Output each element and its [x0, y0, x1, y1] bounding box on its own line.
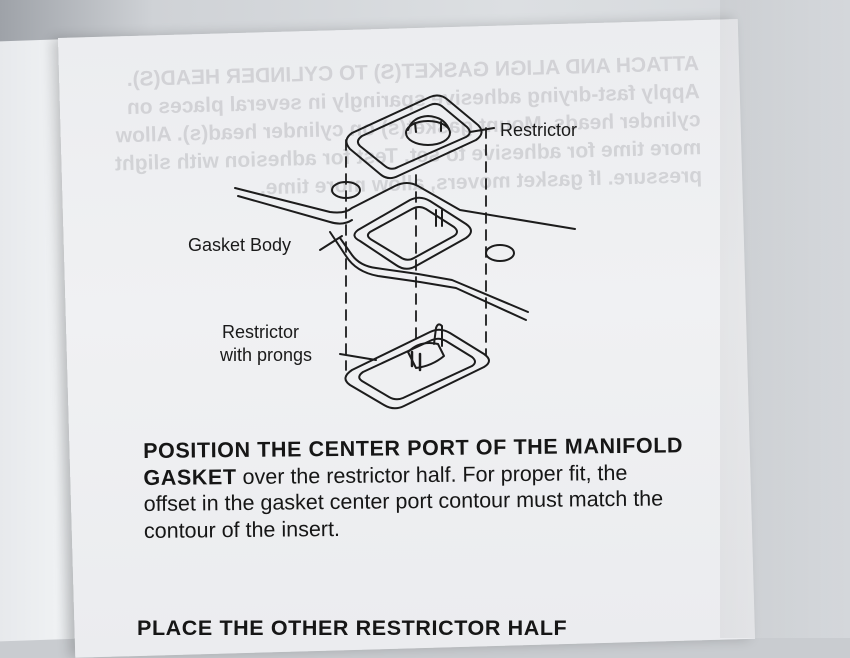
bottom-restrictor-plate	[344, 323, 490, 410]
gasket-diagram	[234, 94, 576, 410]
next-heading: PLACE THE OTHER RESTRICTOR HALF	[137, 616, 568, 640]
alignment-lines	[345, 127, 487, 371]
label-restrictor-prongs-2: with prongs	[220, 345, 313, 365]
page-edge-shadow	[720, 0, 850, 638]
label-restrictor: Restrictor	[500, 120, 578, 140]
instruction-paragraph: POSITION THE CENTER PORT OF THE MANIFOLD…	[143, 432, 684, 544]
label-restrictor-prongs-1: Restrictor	[222, 322, 300, 342]
top-restrictor-plate	[345, 94, 483, 180]
leader-prongs	[339, 353, 377, 361]
leader-restrictor	[469, 127, 495, 133]
label-gasket-body: Gasket Body	[188, 235, 292, 255]
leader-gasket-body	[319, 235, 343, 251]
